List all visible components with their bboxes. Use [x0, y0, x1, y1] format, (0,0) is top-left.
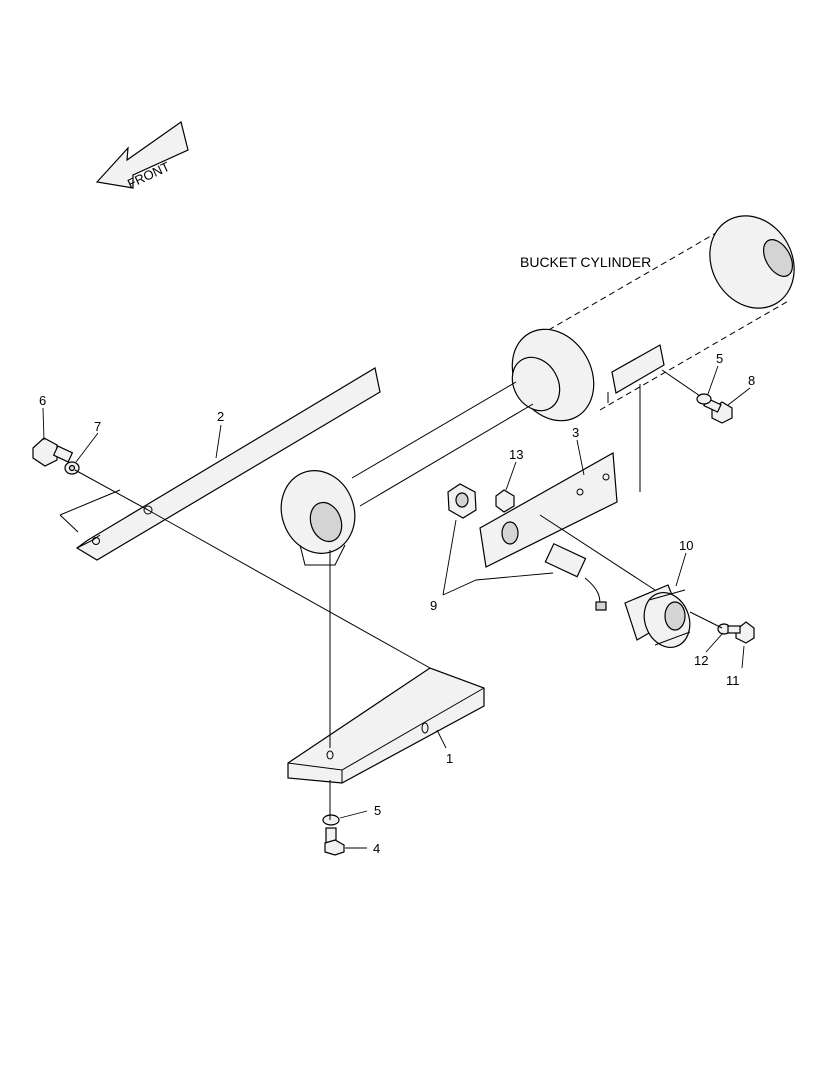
callout-3: 3 — [572, 425, 579, 440]
part-9-proximity-sensor — [447, 483, 607, 611]
part-5-washer-lower — [322, 814, 340, 826]
callout-1: 1 — [446, 751, 453, 766]
callout-5-upper: 5 — [716, 351, 723, 366]
callout-8: 8 — [748, 373, 755, 388]
part-4-bolt — [324, 827, 345, 856]
bucket-cylinder — [280, 215, 795, 566]
centerline-bracket-bolt — [661, 369, 701, 397]
callout-12: 12 — [694, 653, 708, 668]
front-arrow-icon: FRONT — [95, 121, 189, 191]
part-1-mounting-bar — [287, 667, 485, 784]
callout-10: 10 — [679, 538, 693, 553]
leader-lines — [42, 365, 751, 849]
part-3-switch-bracket — [479, 452, 618, 568]
part-13-nut — [495, 489, 515, 513]
callout-11: 11 — [726, 673, 740, 688]
part-2-angle-bracket — [59, 367, 381, 561]
callout-7: 7 — [94, 419, 101, 434]
callout-5-lower: 5 — [374, 803, 381, 818]
centerline-bracket-to-bar — [147, 509, 431, 669]
callout-13: 13 — [509, 447, 523, 462]
callout-6: 6 — [39, 393, 46, 408]
bucket-cylinder-title: BUCKET CYLINDER — [520, 254, 651, 270]
part-5-washer-upper — [696, 393, 712, 405]
part-10-switch-housing — [624, 584, 691, 648]
callout-4: 4 — [373, 841, 380, 856]
centerline-bolt6 — [74, 469, 149, 511]
callout-2: 2 — [217, 409, 224, 424]
part-7-washer — [64, 461, 80, 475]
callout-9: 9 — [430, 598, 437, 613]
centerline-switch-bolt — [689, 611, 723, 629]
part-6-bolt — [32, 437, 74, 467]
centerline-switch — [539, 514, 656, 591]
part-11-bolt — [727, 621, 755, 644]
